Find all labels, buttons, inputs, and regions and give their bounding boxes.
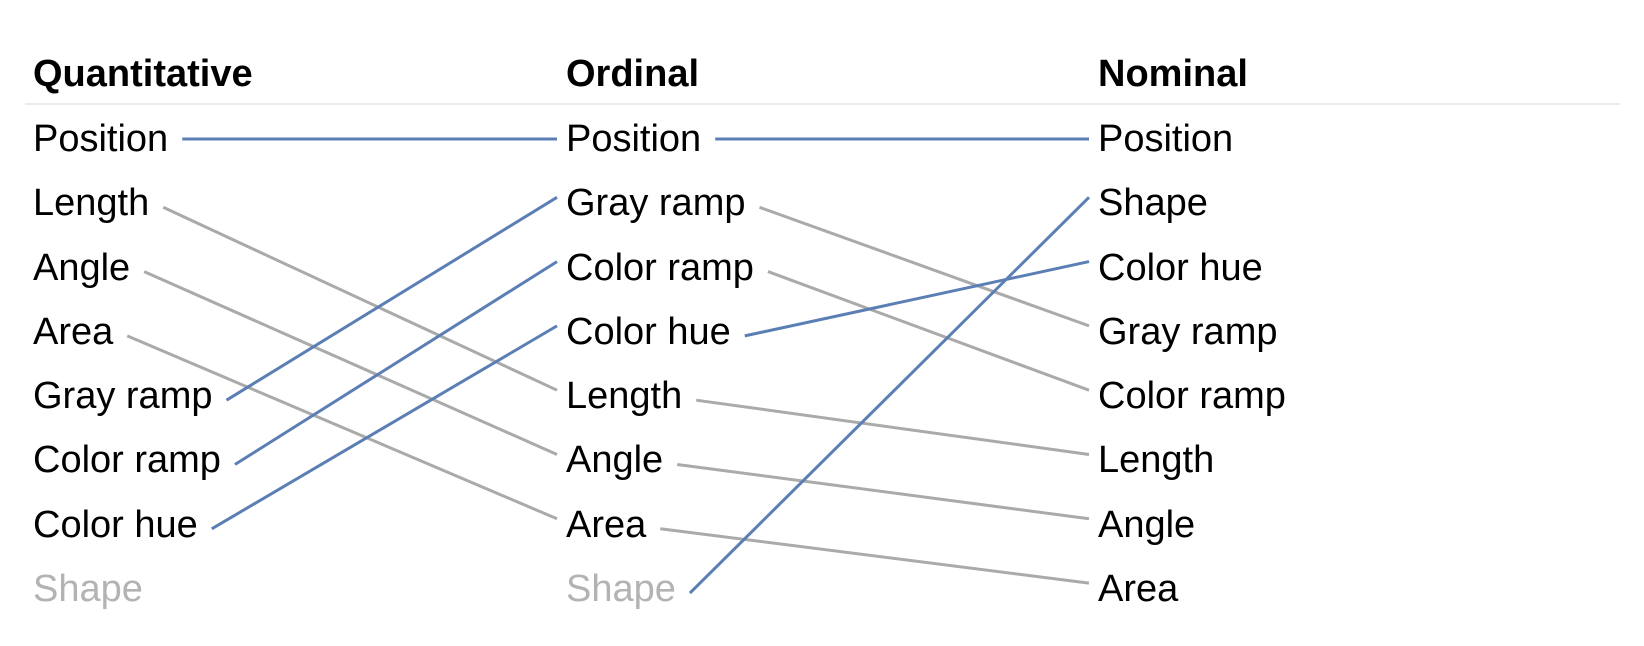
list-item: Color ramp <box>1098 375 1286 418</box>
list-item: Color hue <box>33 503 198 546</box>
connector-line-blue <box>688 196 1091 595</box>
connector-line-blue <box>234 260 558 466</box>
list-item: Angle <box>33 246 131 289</box>
connector-line-gray <box>143 270 558 456</box>
column-quantitative: Position Length Angle Area Gray ramp Col… <box>33 112 221 626</box>
list-item: Color ramp <box>33 439 221 482</box>
list-item: Length <box>1098 439 1215 482</box>
list-item: Position <box>1098 118 1234 160</box>
column-header-quantitative: Quantitative <box>33 53 253 95</box>
list-item: Gray ramp <box>1098 310 1278 353</box>
list-item: Gray ramp <box>566 182 746 225</box>
header-divider <box>25 103 1620 105</box>
list-item: Color ramp <box>566 246 754 289</box>
list-item: Shape <box>1098 182 1208 225</box>
connector-line-gray <box>767 270 1090 392</box>
list-item: Position <box>33 118 169 160</box>
list-item: Gray ramp <box>33 375 213 418</box>
column-header-ordinal: Ordinal <box>566 53 700 95</box>
connector-line-gray <box>162 205 558 392</box>
list-item: Length <box>33 182 150 225</box>
connector-line-blue <box>225 196 558 402</box>
list-item: Position <box>566 118 702 160</box>
column-ordinal: Position Gray ramp Color ramp Color hue … <box>566 112 754 626</box>
list-item: Color hue <box>566 310 731 353</box>
connector-line-gray <box>126 334 558 521</box>
connector-line-blue <box>744 260 1090 338</box>
list-item: Angle <box>1098 503 1196 546</box>
list-item: Shape <box>566 568 676 611</box>
list-item: Area <box>33 310 114 353</box>
column-nominal: Position Shape Color hue Gray ramp Color… <box>1098 112 1286 626</box>
list-item: Angle <box>566 439 664 482</box>
column-header-nominal: Nominal <box>1098 53 1248 95</box>
connector-line-gray <box>660 527 1090 585</box>
connector-line-gray <box>758 205 1090 328</box>
list-item: Area <box>566 503 647 546</box>
list-item: Color hue <box>1098 246 1263 289</box>
connector-line-gray <box>696 398 1090 456</box>
connector-line-gray <box>677 462 1090 521</box>
list-item: Shape <box>33 568 143 611</box>
connector-line-blue <box>211 324 558 531</box>
list-item: Area <box>1098 568 1179 611</box>
list-item: Length <box>566 375 683 418</box>
